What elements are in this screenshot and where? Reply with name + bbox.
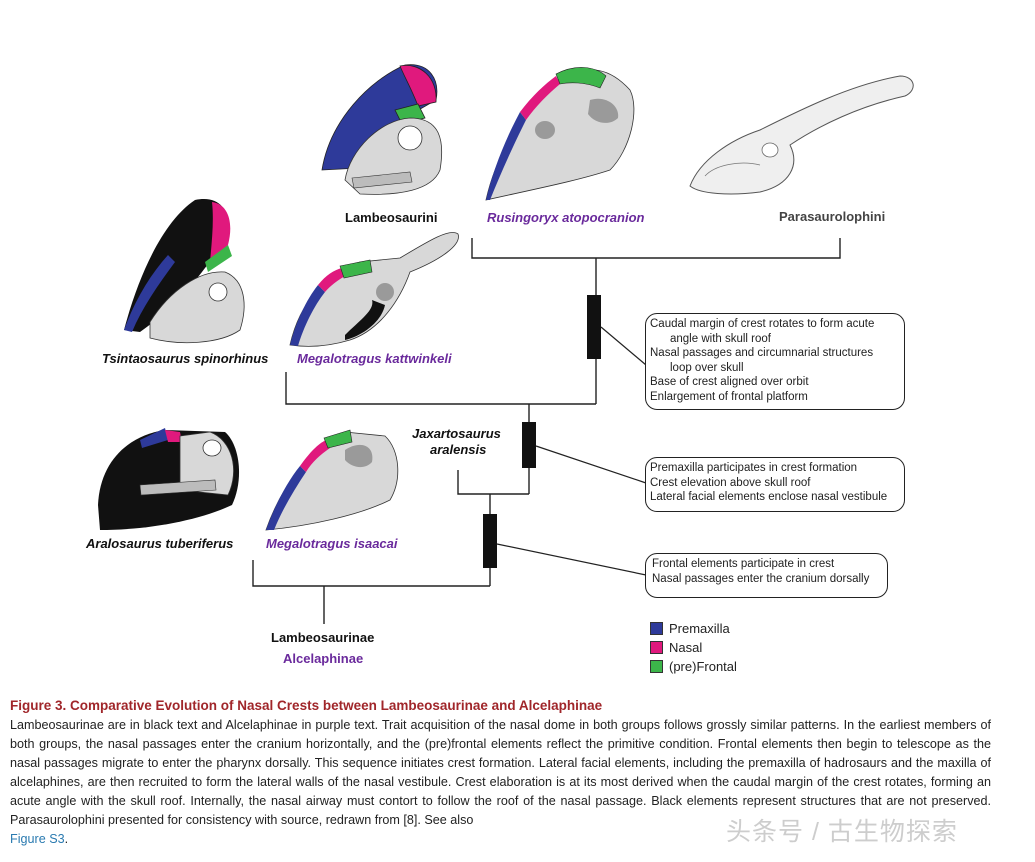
character-line: Nasal passages and circumnarial structur… (650, 347, 874, 359)
legend-swatch (650, 660, 663, 673)
character-line: Enlargement of frontal platform (650, 390, 808, 403)
megalotragus-kattwinkeli-skull (289, 232, 459, 347)
label-aralosaurus: Aralosaurus tuberiferus (86, 536, 234, 551)
phylogeny-illustration (98, 64, 914, 624)
leader-lines (496, 326, 647, 576)
legend-item-prefrontal: (pre)Frontal (650, 657, 737, 676)
figure-panel: Lambeosaurini Rusingoryx atopocranion Pa… (86, 64, 914, 676)
caption-body: Lambeosaurinae are in black text and Alc… (10, 716, 991, 849)
character-line: Premaxilla participates in crest formati… (650, 462, 858, 474)
character-line: Frontal elements participate in crest (652, 558, 835, 570)
character-bars (483, 295, 601, 568)
rusingoryx-skull (485, 67, 635, 201)
label-parasaurolophini: Parasaurolophini (779, 209, 886, 224)
label-lambeosaurini: Lambeosaurini (345, 210, 438, 225)
label-lambeosaurinae: Lambeosaurinae (271, 630, 375, 645)
legend-swatch (650, 641, 663, 654)
character-line: Nasal passages enter the cranium dorsall… (652, 572, 870, 585)
legend-item-nasal: Nasal (650, 638, 737, 657)
character-line: angle with skull roof (670, 332, 771, 345)
character-box-top: Caudal margin of crest rotates to form a… (645, 313, 905, 410)
tsintaosaurus-skull (124, 199, 245, 344)
legend-swatch (650, 622, 663, 635)
legend-label: Premaxilla (669, 621, 730, 636)
caption-text: Lambeosaurinae are in black text and Alc… (10, 718, 991, 827)
label-megalotragus-kattwinkeli: Megalotragus kattwinkeli (297, 351, 452, 366)
legend-label: Nasal (669, 640, 703, 655)
aralosaurus-skull (98, 428, 240, 530)
legend-label: (pre)Frontal (669, 659, 737, 674)
caption-end: . (64, 832, 69, 846)
color-legend: Premaxilla Nasal (pre)Frontal (650, 619, 737, 676)
parasaurolophini-skull (689, 75, 914, 195)
character-line: Base of crest aligned over orbit (650, 376, 809, 388)
caption-title: Figure 3. Comparative Evolution of Nasal… (10, 698, 603, 713)
label-rusingoryx: Rusingoryx atopocranion (487, 210, 645, 225)
label-tsintaosaurus: Tsintaosaurus spinorhinus (102, 351, 269, 366)
character-box-bottom: Frontal elements participate in crest Na… (645, 553, 888, 598)
figure-caption: Figure 3. Comparative Evolution of Nasal… (10, 698, 991, 849)
legend-item-premaxilla: Premaxilla (650, 619, 737, 638)
character-box-middle: Premaxilla participates in crest formati… (645, 457, 905, 512)
lambeosaurini-skull (321, 64, 443, 195)
label-megalotragus-isaacai: Megalotragus isaacai (266, 536, 398, 551)
figure-s3-link[interactable]: Figure S3 (10, 832, 65, 846)
watermark: 头条号 / 古生物探索 (726, 818, 958, 846)
label-jaxartosaurus-species: aralensis (430, 442, 487, 457)
character-line: Crest elevation above skull roof (650, 476, 811, 489)
label-jaxartosaurus-genus: Jaxartosaurus (412, 426, 501, 441)
megalotragus-isaacai-skull (265, 429, 399, 531)
character-line: Caudal margin of crest rotates to form a… (650, 318, 875, 330)
character-line: loop over skull (670, 361, 744, 374)
label-alcelaphinae: Alcelaphinae (283, 651, 364, 666)
character-line: Lateral facial elements enclose nasal ve… (650, 491, 888, 503)
